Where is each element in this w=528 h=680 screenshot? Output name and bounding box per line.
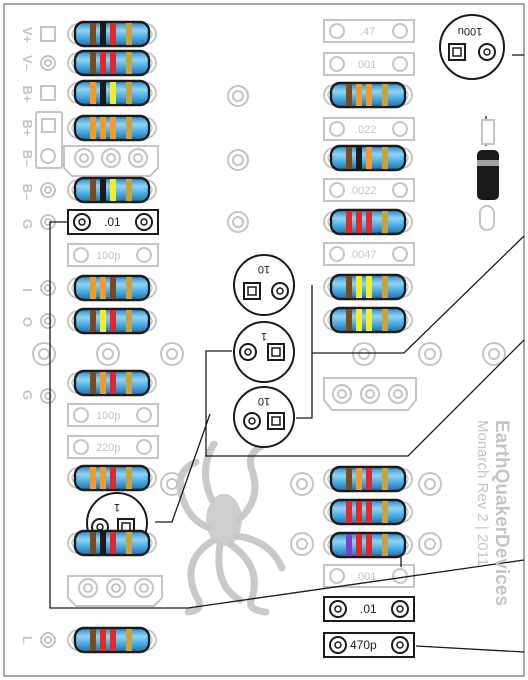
value-01-bottom: .01 [360,602,377,616]
cap-470p: 470p [323,632,415,658]
elec-cap-10-a: 10 [233,254,295,316]
elec-cap-10-c: 10 [233,386,295,448]
resistor [67,307,157,335]
value-022: .022 [355,124,376,136]
resistor [67,274,157,302]
resistor [67,79,157,107]
resistor [67,464,157,492]
value-10-c: 10 [258,395,270,407]
resistor [67,529,157,557]
octopus-logo [176,440,286,616]
ghost-cap-100p-b [67,403,159,427]
elec-cap-1-b: 1 [233,321,295,383]
brand-name: EarthQuakerDevices [491,420,512,606]
resistor [67,20,157,48]
resistor [323,81,413,109]
resistor [323,208,413,236]
label-bminus-2: B– [20,184,35,201]
resistor [323,273,413,301]
resistor [323,465,413,493]
label-o: O [20,317,35,327]
cap-01-bottom: .01 [323,596,415,622]
value-10-a: 10 [258,263,270,275]
value-1-d: 1 [114,501,120,513]
wires [49,54,525,653]
brand: EarthQuakerDevices Monarch Rev 2 | 2011 [474,420,512,606]
label-bminus-1: B– [20,150,35,167]
resistors [67,20,413,654]
value-47: .47 [360,26,375,38]
value-0022: .0022 [349,185,377,197]
resistor [67,369,157,397]
ghost-cap-0022 [323,178,415,202]
value-100p-left: 100p [96,250,120,262]
ghost-cap-220p [67,435,159,459]
left-pads [35,26,63,648]
label-l: L [20,636,35,644]
brand-subtitle: Monarch Rev 2 | 2011 [474,420,491,566]
pot-footprints [32,85,506,607]
resistor [323,144,413,172]
resistor [67,114,157,142]
resistor [323,498,413,526]
label-vminus: V– [20,55,35,71]
value-220p: 220p [96,442,120,454]
label-g-2: G [20,390,35,400]
resistor [67,176,157,204]
diode [477,119,499,231]
ghost-cap-47 [323,19,415,43]
ghost-cap-100p-left [67,243,159,267]
label-g-1: G [20,219,35,229]
label-bplus-1: B+ [20,86,35,103]
value-01-left: .01 [104,215,121,229]
ghost-cap-0047 [323,242,415,266]
ghost-cap-022 [323,117,415,141]
label-i: I [20,288,35,292]
value-1-b: 1 [261,330,267,342]
value-001-top: .001 [355,59,376,71]
value-470p: 470p [350,638,377,652]
cap-01-left: .01 [67,209,159,235]
elec-cap-100u: 100u [439,14,505,80]
label-vplus: V+ [20,27,35,44]
resistor [323,306,413,334]
value-0047: .0047 [349,249,377,261]
resistor [67,49,157,77]
resistor [67,626,157,654]
value-100u: 100u [458,25,482,37]
pin-labels: V+ V– B+ B+ B– B– G I O G L [20,27,35,644]
resistor [323,531,413,559]
ghost-cap-001-top [323,52,415,76]
label-bplus-2: B+ [20,120,35,137]
value-100p-b: 100p [96,410,120,422]
value-001-bottom: .001 [355,571,376,583]
